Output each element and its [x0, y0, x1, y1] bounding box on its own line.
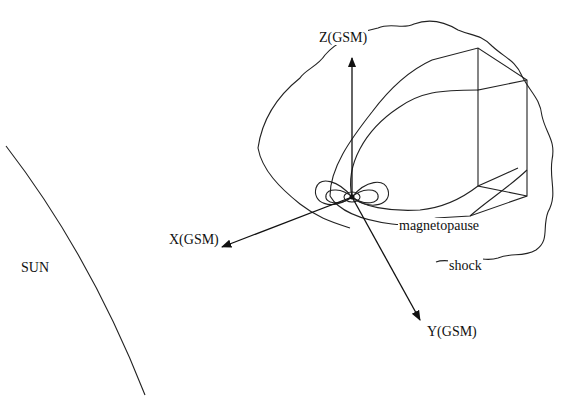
axis-label: Z(GSM): [318, 30, 368, 45]
y-axis: [352, 197, 420, 320]
field-line: [351, 90, 478, 197]
z-axis: [351, 58, 352, 197]
bow-shock: [258, 21, 553, 262]
sun-limb: [6, 146, 145, 395]
region-label: magnetopause: [398, 218, 480, 233]
axis-label: X(GSM): [168, 232, 220, 247]
region-label: shock: [448, 258, 483, 273]
x-axis: [222, 197, 352, 247]
field-line: [352, 186, 478, 210]
sun-label: SUN: [20, 260, 50, 275]
axis-label: Y(GSM): [426, 324, 478, 339]
magnetopause-top: [330, 60, 432, 196]
tail-box-edge: [478, 48, 527, 90]
tail-box: [432, 48, 527, 218]
tail-box-edge: [478, 90, 527, 196]
origin-dot: [350, 195, 355, 200]
tail-cut: [478, 168, 518, 186]
